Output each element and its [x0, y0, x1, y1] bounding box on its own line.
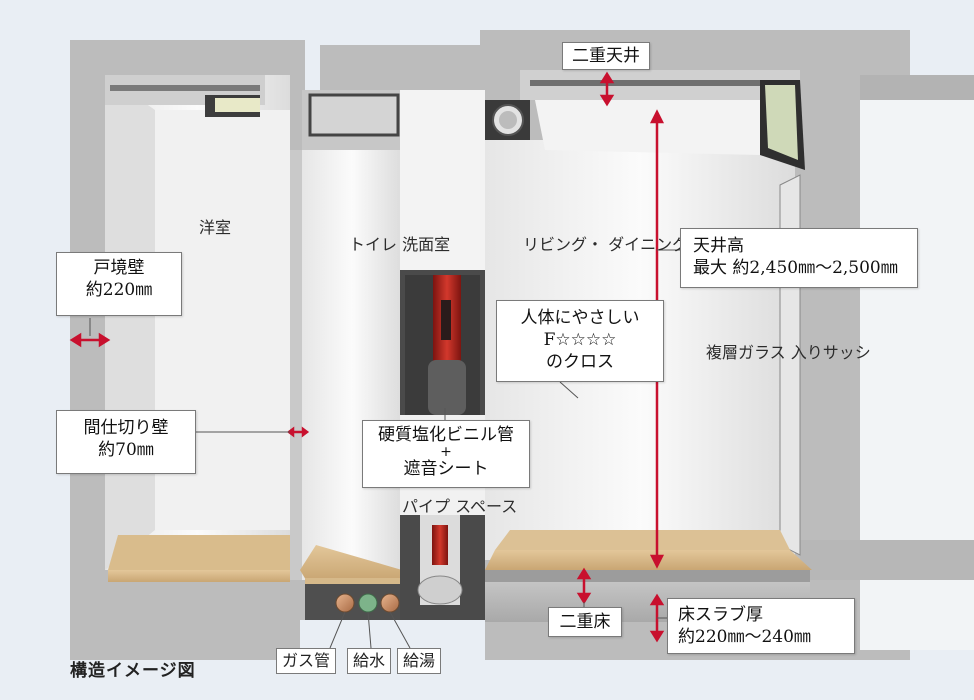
- room-label-toilet-line1: トイレ: [349, 235, 398, 254]
- gas-pipe-icon: [335, 593, 355, 613]
- western-floor: [108, 570, 290, 582]
- callout-water-supply: 給水: [347, 648, 392, 674]
- callout-slab-line2: 約220㎜～240㎜: [678, 627, 811, 647]
- living-floor: [485, 550, 812, 570]
- callout-dividing-wall-line1: 戸境壁: [93, 258, 145, 278]
- callout-partition-wall: 間仕切り壁 約70㎜: [56, 410, 196, 474]
- callout-slab: 床スラブ厚 約220㎜～240㎜: [667, 598, 855, 654]
- room-label-sash-line1: 複層ガラス: [706, 343, 786, 362]
- room-label-sash: 複層ガラス 入りサッシ: [706, 342, 871, 364]
- partition-wall: [290, 150, 302, 580]
- callout-pvc-pipe-line2: +: [440, 444, 452, 460]
- right-upper-slab: [860, 75, 974, 100]
- diagram-caption: 構造イメージ図: [70, 661, 196, 681]
- callout-pvc-pipe-line3: 遮音シート: [403, 459, 489, 479]
- callout-ceiling-height: 天井高 最大 約2,450㎜～2,500㎜: [680, 228, 918, 288]
- callout-dividing-wall: 戸境壁 約220㎜: [56, 252, 182, 316]
- callout-double-floor: 二重床: [548, 607, 622, 637]
- floor-joist-layer: [485, 570, 810, 582]
- callout-cloth-line3: のクロス: [546, 352, 614, 372]
- water-pipe-icon: [358, 593, 378, 613]
- right-balcony-slab: [800, 540, 974, 580]
- callout-cloth-line1: 人体にやさしい: [520, 308, 640, 328]
- room-label-living-line2: ダイニング: [608, 235, 689, 254]
- callout-partition-wall-line2: 約70㎜: [98, 440, 154, 460]
- room-label-pipe-space-line2: スペース: [455, 497, 518, 516]
- callout-pvc-pipe: 硬質塩化ビニル管 + 遮音シート: [362, 420, 530, 488]
- room-label-pipe-space: パイプ スペース: [402, 496, 517, 518]
- gas-leader: [329, 611, 346, 649]
- room-label-living-line1: リビング・: [523, 235, 604, 254]
- water-leader: [367, 611, 372, 649]
- room-label-living: リビング・ ダイニング: [523, 234, 688, 256]
- toilet-room: [302, 90, 402, 580]
- callout-gas-pipe: ガス管: [276, 648, 337, 674]
- callout-cloth-line2: F☆☆☆☆: [543, 330, 617, 350]
- callout-slab-line1: 床スラブ厚: [678, 605, 763, 625]
- upper-duct: [400, 90, 485, 270]
- callout-double-ceiling: 二重天井: [562, 42, 650, 70]
- room-label-toilet-line2: 洗面室: [402, 235, 451, 254]
- hot-water-leader: [389, 611, 411, 649]
- callout-dividing-wall-line2: 約220㎜: [85, 280, 153, 300]
- callout-pvc-pipe-line1: 硬質塩化ビニル管: [378, 425, 514, 445]
- callout-ceiling-height-line2: 最大 約2,450㎜～2,500㎜: [693, 258, 898, 278]
- cloth-leader: [559, 381, 579, 399]
- toilet-floor: [300, 545, 402, 580]
- room-label-western: 洋室: [199, 218, 232, 237]
- room-label-toilet: トイレ 洗面室: [349, 234, 450, 256]
- callout-partition-wall-line1: 間仕切り壁: [83, 418, 169, 438]
- callout-hot-water: 給湯: [397, 648, 442, 674]
- room-label-pipe-space-line1: パイプ: [402, 497, 451, 516]
- hot-water-pipe-icon: [380, 593, 400, 613]
- callout-ceiling-height-line1: 天井高: [693, 236, 744, 256]
- room-label-sash-line2: 入りサッシ: [790, 343, 871, 362]
- callout-cloth: 人体にやさしい F☆☆☆☆ のクロス: [496, 300, 664, 382]
